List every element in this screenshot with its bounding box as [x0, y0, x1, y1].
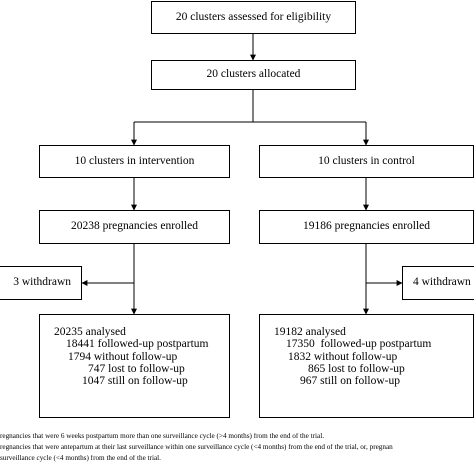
- analysed-intervention-line: 747 lost to follow-up: [88, 362, 185, 375]
- intervention-box: 10 clusters in intervention: [39, 145, 230, 178]
- allocated-box: 20 clusters allocated: [151, 60, 356, 90]
- enrolled-intervention-text: 20238 pregnancies enrolled: [70, 220, 199, 233]
- enrolled-intervention-box: 20238 pregnancies enrolled: [39, 210, 230, 244]
- intervention-text: 10 clusters in intervention: [74, 154, 195, 167]
- footnote-line: regnancies that were 6 weeks postpartum …: [0, 433, 324, 440]
- analysed-control-line: 1832 without follow-up: [288, 350, 398, 363]
- withdrawn-intervention-text: 3 withdrawn: [13, 276, 71, 289]
- analysed-control-box: 19182 analysed 17350 followed-up postpar…: [259, 314, 474, 418]
- eligibility-text: 20 clusters assessed for eligibility: [175, 10, 332, 23]
- enrolled-control-box: 19186 pregnancies enrolled: [259, 210, 474, 244]
- analysed-intervention-line: 1794 without follow-up: [68, 350, 178, 363]
- control-text: 10 clusters in control: [318, 154, 415, 167]
- analysed-intervention-box: 20235 analysed 18441 followed-up postpar…: [39, 314, 230, 418]
- footnote-line: surveillance cycle (<4 months) from the …: [0, 455, 161, 462]
- footnote-line: regnancies that were antepartum at their…: [0, 444, 393, 451]
- analysed-control-line: 865 lost to follow-up: [308, 362, 405, 375]
- enrolled-control-text: 19186 pregnancies enrolled: [302, 220, 431, 233]
- analysed-intervention-line: 20235 analysed: [54, 326, 126, 338]
- analysed-intervention-line: 1047 still on follow-up: [82, 375, 188, 388]
- withdrawn-control-text: 4 withdrawn: [413, 276, 471, 289]
- withdrawn-control-box: 4 withdrawn: [402, 266, 474, 300]
- withdrawn-intervention-box: 3 withdrawn: [0, 266, 82, 300]
- control-box: 10 clusters in control: [259, 145, 474, 178]
- analysed-control-line: 967 still on follow-up: [300, 375, 400, 388]
- analysed-control-line: 17350 followed-up postpartum: [286, 338, 432, 351]
- eligibility-box: 20 clusters assessed for eligibility: [151, 1, 356, 34]
- analysed-intervention-line: 18441 followed-up postpartum: [66, 338, 209, 351]
- analysed-control-line: 19182 analysed: [274, 326, 346, 338]
- allocated-text: 20 clusters allocated: [206, 68, 301, 81]
